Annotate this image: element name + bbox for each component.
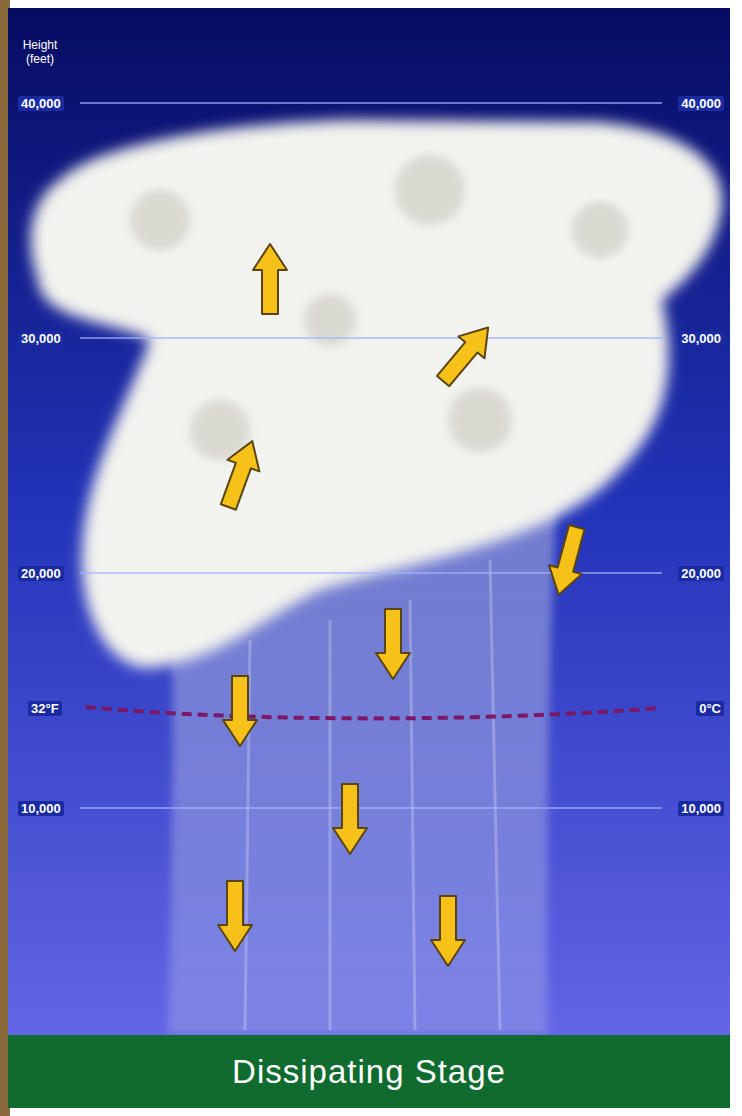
height-tick: 10,000	[678, 801, 724, 816]
stage-title: Dissipating Stage	[232, 1053, 506, 1091]
freezing-label: 0°C	[696, 701, 724, 716]
height-tick: 40,000	[18, 96, 64, 111]
freezing-label: 32°F	[28, 701, 62, 716]
height-tick: 30,000	[678, 331, 724, 346]
height-tick: 10,000	[18, 801, 64, 816]
height-tick: 40,000	[678, 96, 724, 111]
height-tick: 20,000	[18, 566, 64, 581]
axis-title: Height (feet)	[14, 38, 66, 66]
height-tick: 20,000	[678, 566, 724, 581]
stage-band: Dissipating Stage	[8, 1035, 730, 1108]
height-tick: 30,000	[18, 331, 64, 346]
